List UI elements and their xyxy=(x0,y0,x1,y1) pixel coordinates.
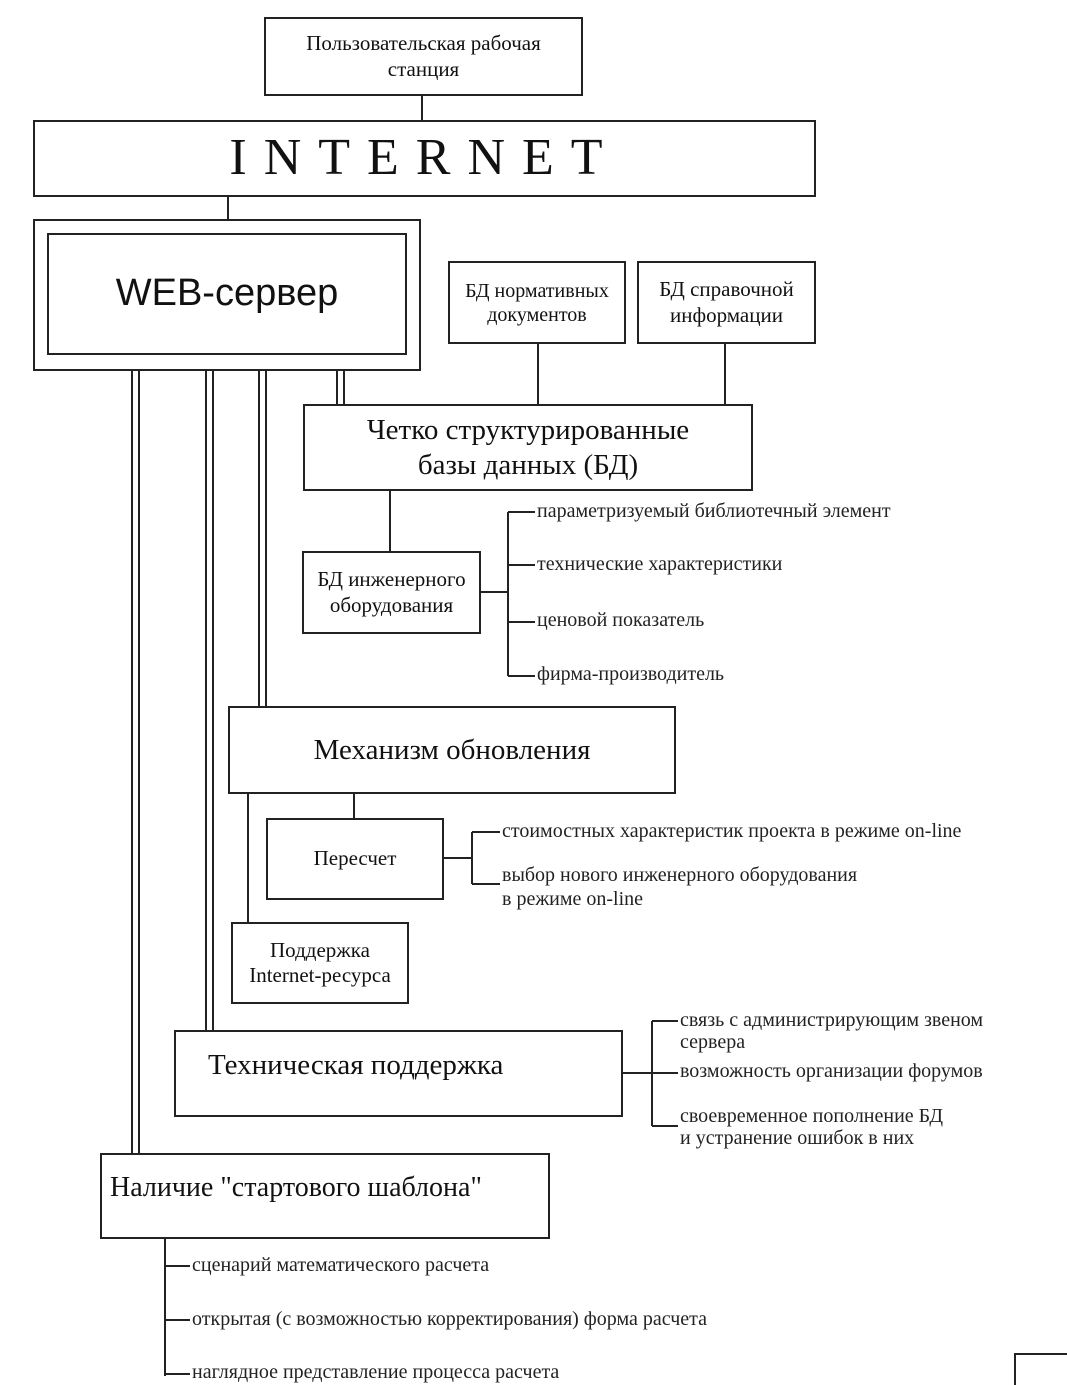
template-item: сценарий математического расчета xyxy=(192,1254,490,1276)
tech-item: и устранение ошибок в них xyxy=(680,1127,915,1149)
workstation-label: Пользовательская рабочая станция xyxy=(306,31,541,81)
recalc-box: Пересчет xyxy=(266,818,444,900)
internet-box: INTERNET xyxy=(33,120,816,197)
db-normative-label: БД нормативных документов xyxy=(465,279,609,326)
web-server-box: WEB-сервер xyxy=(47,233,407,355)
tech-support-label: Техническая поддержка xyxy=(208,1049,504,1082)
recalc-item: выбор нового инженерного оборудования xyxy=(502,864,858,886)
recalc-item: стоимостных характеристик проекта в режи… xyxy=(502,820,962,842)
tech-item: сервера xyxy=(680,1031,746,1053)
resource-support-label: Поддержка Internet-ресурса xyxy=(249,937,391,987)
template-label: Наличие "стартового шаблона" xyxy=(110,1172,482,1204)
tech-support-box: Техническая поддержка xyxy=(174,1030,623,1117)
db-reference-box: БД справочной информации xyxy=(637,261,816,344)
workstation-box: Пользовательская рабочая станция xyxy=(264,17,583,96)
db-engineering-label: БД инженерного оборудования xyxy=(317,567,466,617)
tech-item: связь с администрирующим звеном xyxy=(680,1009,984,1031)
internet-label: INTERNET xyxy=(229,129,620,187)
template-item: открытая (с возможностью корректирования… xyxy=(192,1308,708,1330)
engineering-item: параметризуемый библиотечный элемент xyxy=(537,500,891,522)
structured-db-label: Четко структурированные базы данных (БД) xyxy=(366,413,690,481)
template-box: Наличие "стартового шаблона" xyxy=(100,1153,550,1239)
recalc-item: в режиме on-line xyxy=(502,888,644,910)
tech-item: своевременное пополнение БД xyxy=(680,1105,944,1127)
update-mechanism-label: Механизм обновления xyxy=(313,733,591,766)
tech-item: возможность организации форумов xyxy=(680,1060,983,1082)
engineering-item: ценовой показатель xyxy=(537,609,705,631)
db-normative-box: БД нормативных документов xyxy=(448,261,626,344)
db-engineering-box: БД инженерного оборудования xyxy=(302,551,481,634)
recalc-label: Пересчет xyxy=(313,846,397,871)
web-server-label: WEB-сервер xyxy=(115,272,339,315)
db-reference-label: БД справочной информации xyxy=(659,277,794,327)
engineering-item: технические характеристики xyxy=(537,553,783,575)
template-item: наглядное представление процесса расчета xyxy=(192,1361,560,1383)
update-mechanism-box: Механизм обновления xyxy=(228,706,676,794)
structured-db-box: Четко структурированные базы данных (БД) xyxy=(303,404,753,491)
engineering-item: фирма-производитель xyxy=(537,663,725,685)
resource-support-box: Поддержка Internet-ресурса xyxy=(231,922,409,1004)
